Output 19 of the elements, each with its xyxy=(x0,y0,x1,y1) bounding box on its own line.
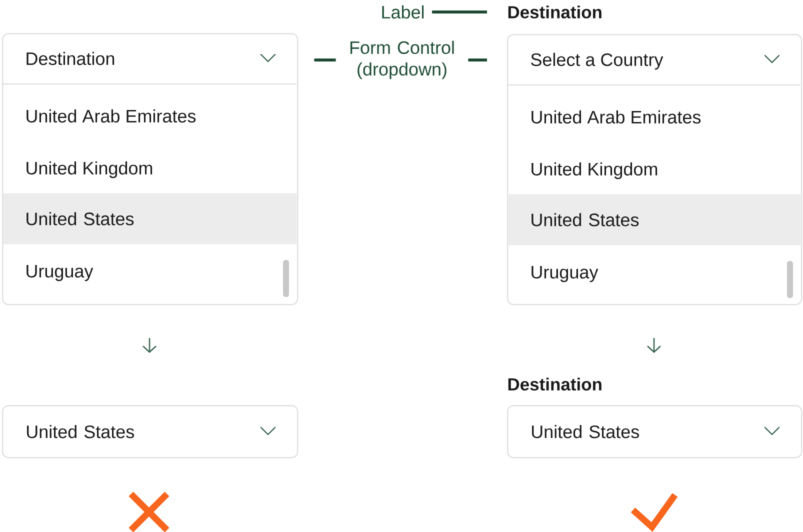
option-text: United Kingdom xyxy=(26,161,152,178)
option-text: Uruguay xyxy=(26,265,94,282)
leader-line xyxy=(314,58,336,62)
select-field: United States xyxy=(2,404,298,458)
highlighted-option: United States xyxy=(2,193,297,244)
field-label: Destination xyxy=(508,6,602,18)
select-field: United States xyxy=(507,404,802,458)
leader-line xyxy=(468,58,487,62)
placeholder-text: Select a Country xyxy=(531,52,664,70)
option-text: United Arab Emirates xyxy=(26,109,196,123)
highlighted-option: United States xyxy=(508,194,801,246)
callout-label: Form Control (dropdown) xyxy=(350,40,454,80)
leader-line xyxy=(432,10,487,14)
field-label: Destination xyxy=(508,378,602,391)
option-text: United Arab Emirates xyxy=(532,110,701,124)
callout-label: Label xyxy=(382,5,424,19)
placeholder-text: Destination xyxy=(26,52,114,66)
option-text: Uruguay xyxy=(532,266,598,282)
option-text: United Kingdom xyxy=(532,162,658,180)
